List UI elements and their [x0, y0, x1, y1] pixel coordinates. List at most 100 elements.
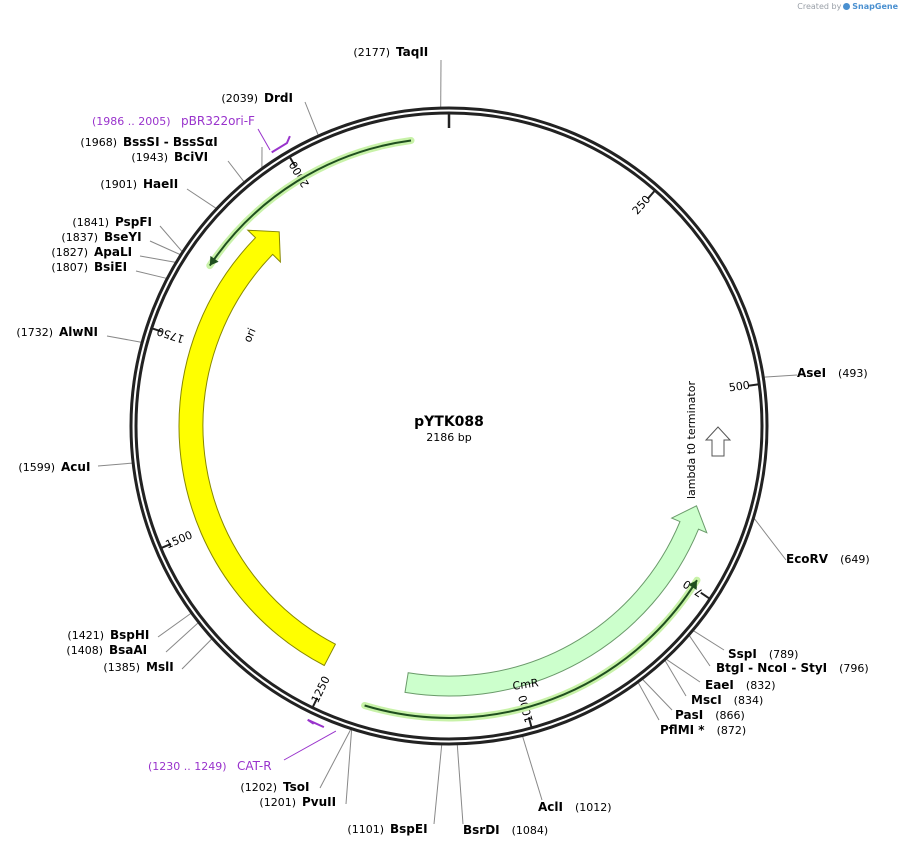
tick-mark: [312, 697, 319, 708]
site-position: (1732): [16, 326, 53, 339]
plasmid-length: 2186 bp: [426, 431, 471, 444]
backbone-outer-strand: [129, 106, 769, 746]
tick-label: 500: [728, 379, 751, 395]
primer-label-pbr322ori-f: (1986 .. 2005) pBR322ori-F: [92, 114, 255, 128]
site-leader-line: [345, 729, 353, 805]
site-leader-line: [433, 744, 443, 825]
plasmid-backbone: [129, 106, 769, 746]
site-position: (1943): [131, 151, 168, 164]
tick-mark: [152, 327, 163, 333]
site-label: (1385)MslI: [103, 660, 173, 674]
primer-label-cat-r: (1230 .. 1249) CAT-R: [148, 759, 272, 773]
site-label: (1101) BspEI: [347, 822, 427, 836]
site-name: AlwNI: [59, 325, 98, 339]
site-name: MscI: [691, 693, 722, 707]
feature-arrows: [178, 229, 732, 697]
site-position: (1901): [100, 178, 137, 191]
site-leader-line: [456, 744, 464, 825]
feature-label-lambda-terminator: lambda t0 terminator: [685, 381, 698, 499]
site-name: BsrDI: [463, 823, 500, 837]
site-label: (1901)HaeII: [100, 177, 178, 191]
site-name: PspFI: [115, 215, 152, 229]
site-leader-line: [637, 682, 660, 721]
primer-marks: [257, 128, 337, 761]
site-label: (1408) BsaAI: [66, 643, 147, 657]
site-label: EcoRV (649): [786, 552, 870, 566]
site-leader-line: [186, 188, 217, 209]
site-leader-line: [165, 622, 199, 653]
site-position: (2177): [353, 46, 390, 59]
site-label: (1837) BseYI: [61, 230, 141, 244]
site-leader-line: [666, 658, 701, 683]
site-name: PvuII: [302, 795, 336, 809]
site-leader-line: [227, 160, 245, 183]
primer-mark-cat-r: [307, 718, 325, 729]
orf-halo: [206, 137, 415, 270]
site-name: BssSI - BssSαI: [123, 135, 218, 149]
site-leader-line: [157, 612, 192, 638]
snapgene-logo-icon: [843, 3, 851, 10]
site-label: (1827)ApaLI: [51, 245, 132, 259]
credit-brand: SnapGene: [852, 2, 898, 11]
site-label: AseI(493): [797, 366, 868, 380]
primer-name: pBR322ori-F: [181, 114, 255, 128]
site-leader-line: [181, 638, 212, 670]
site-label: (1943)BciVI: [131, 150, 208, 164]
site-position: (1968): [80, 136, 117, 149]
site-position: (1841): [72, 216, 109, 229]
orf-arrowhead: [688, 580, 697, 590]
site-position: (834): [734, 694, 764, 707]
site-leader-line: [97, 462, 133, 467]
site-name: BsaAI: [109, 643, 147, 657]
site-name: BspEI: [390, 822, 428, 836]
site-position: (1408): [66, 644, 103, 657]
site-position: (493): [838, 367, 868, 380]
site-name: BseYI: [104, 230, 142, 244]
site-name: BspHI: [110, 628, 149, 642]
orf-arrowhead: [209, 255, 219, 266]
backbone-inner-strand: [134, 111, 764, 741]
site-name: PasI: [675, 708, 703, 722]
site-label: (1201)PvuII: [259, 795, 336, 809]
credit-prefix: Created by: [797, 2, 842, 11]
site-name: EcoRV: [786, 552, 829, 566]
orf-line: [208, 139, 412, 267]
site-label: BtgI - NcoI - StyI(796): [716, 661, 869, 675]
primer-mark-pbr322ori-f: [271, 135, 291, 154]
site-label: (1599)AcuI: [18, 460, 90, 474]
primer-name: CAT-R: [237, 759, 272, 773]
primer-leader-pbr322ori-f: [257, 128, 271, 151]
site-leader-line: [319, 729, 352, 789]
site-name: SspI: [728, 647, 757, 661]
site-position: (1202): [240, 781, 277, 794]
site-label: EaeI(832): [705, 678, 776, 692]
site-leader-line: [753, 518, 787, 561]
site-position: (1421): [67, 629, 104, 642]
feature-arrow-cmr: [404, 505, 708, 697]
site-leader-line: [688, 635, 711, 667]
site-name: BtgI - NcoI - StyI: [716, 661, 827, 675]
site-leader-line: [139, 255, 176, 263]
site-name: PflMI *: [660, 723, 705, 737]
site-label: (2177) TaqII: [353, 45, 428, 59]
feature-label-ori: ori: [241, 326, 259, 344]
site-label: AclI(1012): [538, 800, 612, 814]
site-position: (866): [715, 709, 745, 722]
orf-arrows: [206, 137, 701, 722]
site-position: (789): [769, 648, 799, 661]
site-position: (1101): [347, 823, 384, 836]
snapgene-credit: Created by SnapGene: [797, 2, 898, 11]
site-name: TaqII: [396, 45, 428, 59]
primer-range: (1986 .. 2005): [92, 115, 171, 128]
site-labels: (2177)TaqII(2039)DrdI(1968)BssSI - BssSα…: [16, 45, 869, 837]
plasmid-name: pYTK088: [414, 414, 484, 430]
tick-mark: [527, 717, 533, 728]
site-position: (1837): [61, 231, 98, 244]
site-position: (649): [840, 553, 870, 566]
site-name: BsiEI: [94, 260, 127, 274]
site-label: PflMI *(872): [660, 723, 746, 737]
site-name: TsoI: [283, 780, 309, 794]
site-label: MscI (834): [691, 693, 763, 707]
site-leader-line: [149, 240, 181, 255]
